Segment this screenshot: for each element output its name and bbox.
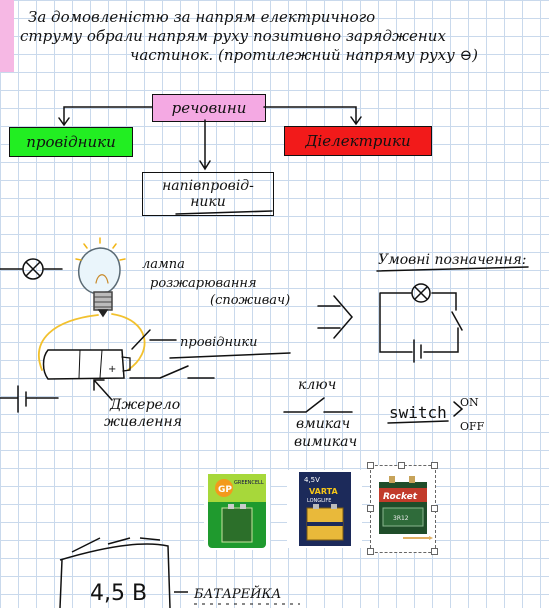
switch-off-label: OFF [460, 420, 485, 433]
conductors-label: провідники [26, 133, 116, 151]
selection-handle-r[interactable] [431, 505, 438, 512]
on-label: вмикач [296, 416, 350, 432]
battery-sketch [59, 537, 188, 608]
battery-voltage: 4,5 В [90, 581, 147, 606]
selection-handle-tl[interactable] [367, 462, 374, 469]
circuit-symbols-diagram [379, 283, 463, 363]
battery-cell-drawing: + [42, 329, 151, 380]
selection-handle-bl[interactable] [367, 548, 374, 555]
lamp-label-1: лампа [142, 257, 185, 272]
lamp-symbol-left [0, 258, 63, 280]
wires-label: провідники [180, 335, 258, 350]
arrow-to-semiconductors [199, 119, 211, 171]
selection-handle-t[interactable] [398, 462, 405, 469]
source-label-1: Джерело [109, 397, 180, 413]
switch-drawing-bottom [129, 365, 215, 379]
light-bulb-icon [75, 237, 126, 318]
varta-battery-photo: 4,5V VARTA LONGLIFE [287, 470, 362, 548]
arrow-to-conductors [58, 106, 153, 127]
pink-margin-marker [0, 0, 14, 72]
rocket-brand: Rocket [383, 492, 418, 502]
pointer-wires [149, 339, 291, 359]
battery-label: БАТАРЕЙКА [193, 584, 281, 602]
selection-handle-l[interactable] [367, 505, 374, 512]
gp-model: GREENCELL [234, 480, 264, 486]
substances-label: речовини [171, 99, 247, 117]
switch-underline [387, 420, 449, 424]
off-label: вимикач [294, 434, 357, 450]
dielectrics-box: Діелектрики [284, 126, 432, 156]
intro-text: За домовленістю за напрям електричного с… [20, 8, 540, 65]
big-arrow [317, 295, 353, 339]
switch-bracket [453, 401, 464, 417]
intro-line-2: струму обрали напрям руху позитивно заря… [20, 27, 446, 45]
intro-line-1: За домовленістю за напрям електричного [28, 8, 376, 26]
key-label: ключ [298, 377, 336, 393]
source-label-2: живлення [104, 414, 182, 430]
source-symbol-left [0, 385, 59, 413]
switch-label: switch [389, 403, 447, 422]
rocket-battery-photo: Rocket 3R12 [370, 465, 436, 553]
selection-handle-tr[interactable] [431, 462, 438, 469]
conductors-box: провідники [9, 127, 133, 157]
varta-model: LONGLIFE [307, 498, 331, 504]
arrow-to-dielectrics [263, 106, 362, 126]
key-switch-symbol [283, 397, 353, 413]
substances-box: речовини [152, 94, 266, 122]
semiconductors-box: напівпровід- ники [142, 172, 274, 216]
svg-text:+: + [108, 364, 116, 375]
lamp-label-3: (споживач) [210, 293, 290, 308]
semiconductors-label-2: ники [190, 194, 226, 210]
rocket-model: 3R12 [393, 515, 409, 522]
symbols-title-underline [376, 266, 529, 272]
yellow-wire [38, 313, 146, 371]
dielectrics-label: Діелектрики [305, 132, 411, 150]
semiconductors-label-1: напівпровід- [162, 178, 254, 194]
switch-on-label: ON [460, 396, 479, 409]
arrow-to-source [93, 379, 113, 401]
symbols-title: Умовні позначення: [378, 252, 527, 268]
gp-battery-photo: GP GREENCELL [204, 472, 270, 550]
intro-line-3: частинок. (протилежний напряму руху ⊖) [130, 46, 479, 64]
gp-brand: GP [218, 485, 232, 495]
selection-handle-br[interactable] [431, 548, 438, 555]
varta-voltage: 4,5V [304, 476, 320, 484]
lamp-label-2: розжарювання [150, 276, 257, 291]
varta-brand: VARTA [309, 487, 338, 496]
